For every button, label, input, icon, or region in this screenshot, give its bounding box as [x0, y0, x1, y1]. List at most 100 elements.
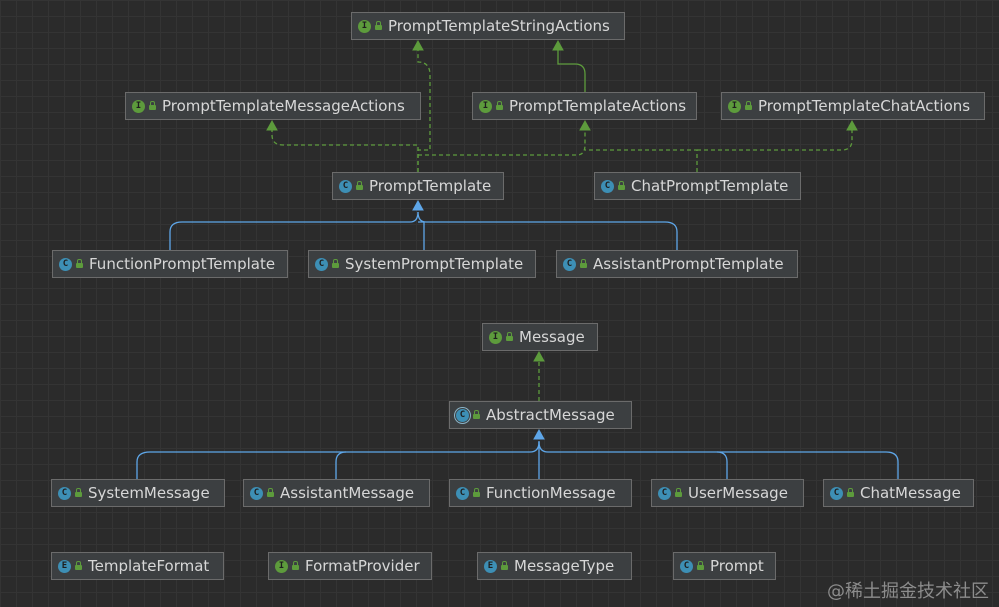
uml-node-tf[interactable]: E TemplateFormat — [51, 552, 224, 580]
extends-edge — [417, 211, 678, 250]
uml-node-cm[interactable]: C ChatMessage — [823, 479, 974, 507]
public-access-icon — [149, 100, 156, 110]
node-label: TemplateFormat — [88, 557, 210, 575]
uml-node-pta[interactable]: I PromptTemplateActions — [472, 92, 697, 120]
public-access-icon — [332, 258, 339, 268]
implements-edge — [417, 50, 431, 172]
public-access-icon — [473, 487, 480, 497]
node-label: PromptTemplateActions — [509, 97, 687, 115]
public-access-icon — [267, 487, 274, 497]
public-access-icon — [501, 560, 508, 570]
implements-arrowhead — [846, 119, 858, 131]
public-access-icon — [506, 331, 513, 341]
node-label: SystemPromptTemplate — [345, 255, 524, 273]
interface-icon: I — [275, 559, 288, 573]
public-access-icon — [618, 180, 625, 190]
class-icon: C — [59, 257, 72, 271]
extends-edge — [335, 451, 347, 479]
uml-node-ptca[interactable]: I PromptTemplateChatActions — [721, 92, 985, 120]
extends-edge — [169, 211, 419, 250]
class-icon: C — [315, 257, 328, 271]
uml-node-sm[interactable]: C SystemMessage — [51, 479, 225, 507]
node-label: MessageType — [514, 557, 615, 575]
node-label: PromptTemplateMessageActions — [162, 97, 405, 115]
implements-edge — [585, 149, 698, 172]
implements-arrowhead — [579, 119, 591, 131]
watermark: @稀土掘金技术社区 — [827, 581, 989, 602]
node-label: ChatMessage — [860, 484, 961, 502]
class-icon: C — [563, 257, 576, 271]
uml-node-pr[interactable]: C Prompt — [673, 552, 776, 580]
public-access-icon — [745, 100, 752, 110]
class-icon: C — [601, 179, 614, 193]
implements-arrowhead — [412, 39, 424, 51]
implements-edge — [418, 130, 586, 156]
node-label: SystemMessage — [88, 484, 210, 502]
node-label: PromptTemplateChatActions — [758, 97, 971, 115]
implements-arrowhead — [266, 119, 278, 131]
public-access-icon — [375, 20, 382, 30]
uml-node-ptma[interactable]: I PromptTemplateMessageActions — [125, 92, 421, 120]
extends-arrowhead — [533, 428, 545, 440]
uml-node-mt[interactable]: E MessageType — [477, 552, 632, 580]
abstract-class-icon: C — [456, 408, 469, 422]
public-access-icon — [847, 487, 854, 497]
uml-node-cpt[interactable]: C ChatPromptTemplate — [594, 172, 801, 200]
node-label: AssistantMessage — [280, 484, 415, 502]
class-icon: C — [680, 559, 693, 573]
uml-node-msg[interactable]: I Message — [482, 323, 598, 351]
public-access-icon — [580, 258, 587, 268]
extends-edge — [418, 221, 425, 250]
enum-icon: E — [484, 559, 497, 573]
enum-icon: E — [58, 559, 71, 573]
extends-edge — [136, 441, 540, 479]
extends-edge — [716, 451, 728, 479]
uml-node-fm[interactable]: C FunctionMessage — [449, 479, 632, 507]
extends-arrowhead — [412, 199, 424, 211]
implements-edge — [271, 130, 419, 172]
public-access-icon — [292, 560, 299, 570]
implements-edge — [697, 130, 853, 151]
uml-node-am[interactable]: C AbstractMessage — [449, 401, 632, 429]
class-icon: C — [250, 486, 263, 500]
node-label: PromptTemplate — [369, 177, 492, 195]
node-label: PromptTemplateStringActions — [388, 17, 610, 35]
public-access-icon — [75, 560, 82, 570]
node-label: FormatProvider — [305, 557, 420, 575]
class-icon: C — [58, 486, 71, 500]
node-label: Prompt — [710, 557, 764, 575]
interface-icon: I — [132, 99, 145, 113]
extends-edge — [538, 441, 899, 479]
uml-node-ptsa[interactable]: I PromptTemplateStringActions — [351, 12, 625, 40]
public-access-icon — [496, 100, 503, 110]
uml-node-asm[interactable]: C AssistantMessage — [243, 479, 430, 507]
public-access-icon — [473, 409, 480, 419]
node-label: AbstractMessage — [486, 406, 615, 424]
uml-node-pt[interactable]: C PromptTemplate — [332, 172, 504, 200]
interface-icon: I — [479, 99, 492, 113]
implements-arrowhead — [533, 350, 545, 362]
uml-node-fp[interactable]: I FormatProvider — [268, 552, 432, 580]
node-label: FunctionMessage — [486, 484, 616, 502]
interface-icon: I — [358, 19, 371, 33]
public-access-icon — [75, 487, 82, 497]
node-label: Message — [519, 328, 585, 346]
public-access-icon — [675, 487, 682, 497]
uml-node-fpt[interactable]: C FunctionPromptTemplate — [52, 250, 288, 278]
uml-node-spt[interactable]: C SystemPromptTemplate — [308, 250, 536, 278]
interface-icon: I — [489, 330, 502, 344]
uml-node-apt[interactable]: C AssistantPromptTemplate — [556, 250, 798, 278]
interface-icon: I — [728, 99, 741, 113]
class-icon: C — [658, 486, 671, 500]
class-icon: C — [456, 486, 469, 500]
extends-arrowhead — [552, 39, 564, 51]
class-icon: C — [830, 486, 843, 500]
node-label: ChatPromptTemplate — [631, 177, 789, 195]
public-access-icon — [76, 258, 83, 268]
node-label: FunctionPromptTemplate — [89, 255, 276, 273]
node-label: AssistantPromptTemplate — [593, 255, 784, 273]
class-icon: C — [339, 179, 352, 193]
